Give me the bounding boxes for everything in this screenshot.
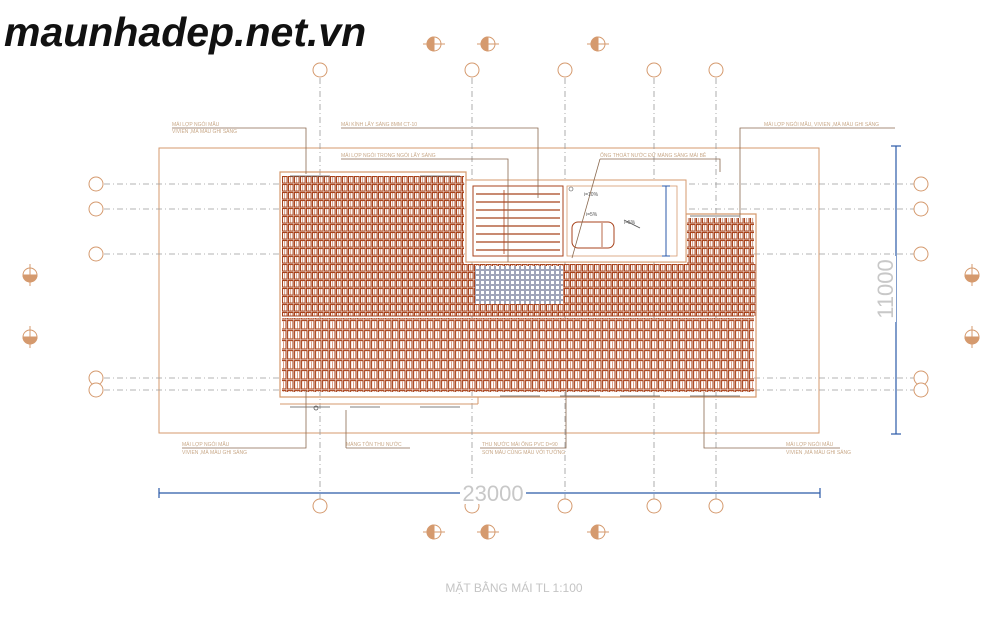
dimension-height-label: 11000	[873, 259, 898, 319]
annotation-bottom-right-1: MÁI LỢP NGÓI MẪU	[786, 441, 834, 448]
annotation-bottom-center-1: THU NƯỚC MÁI ỐNG PVC D=90	[482, 441, 558, 448]
annotation-top-left-2: VIVIEN ,MÀ MÀU GHI SÁNG	[172, 128, 237, 135]
roof-tiles-left-upper	[282, 176, 464, 316]
gutter-lines	[290, 175, 740, 408]
annotation-top-right: MÁI LỢP NGÓI MẪU, VIVIEN ,MÀ MÀU GHI SÁN…	[764, 121, 879, 128]
annotation-bottom-gutter: MÁNG TÔN THU NƯỚC	[346, 441, 402, 448]
grid-bubbles-right	[913, 176, 929, 398]
roof-tiles-right-upper	[687, 218, 754, 316]
dimension-width-label-bg	[460, 480, 526, 504]
slope-label-1: i=10%	[584, 192, 599, 198]
slope-arrow-1	[623, 219, 641, 229]
annotation-bottom-left-2: VIVIEN ,MÀ MÀU GHI SÁNG	[182, 449, 247, 456]
louver-slats	[476, 193, 560, 251]
section-markers	[22, 36, 980, 540]
dimension-height-label-bg	[872, 256, 896, 322]
grid-bubbles-top	[312, 62, 724, 78]
site-boundary	[158, 147, 820, 434]
annotation-bottom-left-1: MÁI LỢP NGÓI MẪU	[182, 441, 230, 448]
annotation-bottom-center-2: SƠN MÀU CÙNG MÀU VỚI TƯỜNG	[482, 449, 565, 456]
drawing-caption: MẶT BẰNG MÁI TL 1:100	[445, 580, 582, 595]
skylight-glass	[475, 266, 563, 304]
drain-point	[568, 186, 574, 192]
annotation-top-pipe: ỐNG THOÁT NƯỚC ĐỨ MÁNG SÀNG MÁI BÊ	[600, 151, 707, 159]
water-tank	[571, 221, 615, 249]
dimension-width-label: 23000	[462, 481, 523, 506]
leader-lines	[172, 127, 895, 449]
downpipe	[313, 405, 319, 411]
dimension-skylight-depth	[662, 185, 670, 257]
roof-tiles-lower	[282, 318, 754, 392]
annotation-top-skylight: MÁI KÍNH LẤY SÁNG 8MM CT-10	[341, 121, 417, 128]
slope-label-3: i=5%	[624, 220, 636, 226]
annotation-top-center: MÁI LỢP NGÓI TRONG NGÓI LẤY SÁNG	[341, 152, 436, 159]
slope-label-2: i=5%	[586, 212, 598, 218]
annotation-top-left-1: MÁI LỢP NGÓI MẪU	[172, 121, 220, 128]
annotation-bottom-right-2: VIVIEN ,MÀ MÀU GHI SÁNG	[786, 449, 851, 456]
flat-roof-area	[566, 185, 678, 257]
skylight-louvers	[472, 185, 564, 257]
watermark-logo: maunhadep.net.vn	[4, 9, 366, 55]
grid-bubbles-left	[88, 176, 104, 398]
